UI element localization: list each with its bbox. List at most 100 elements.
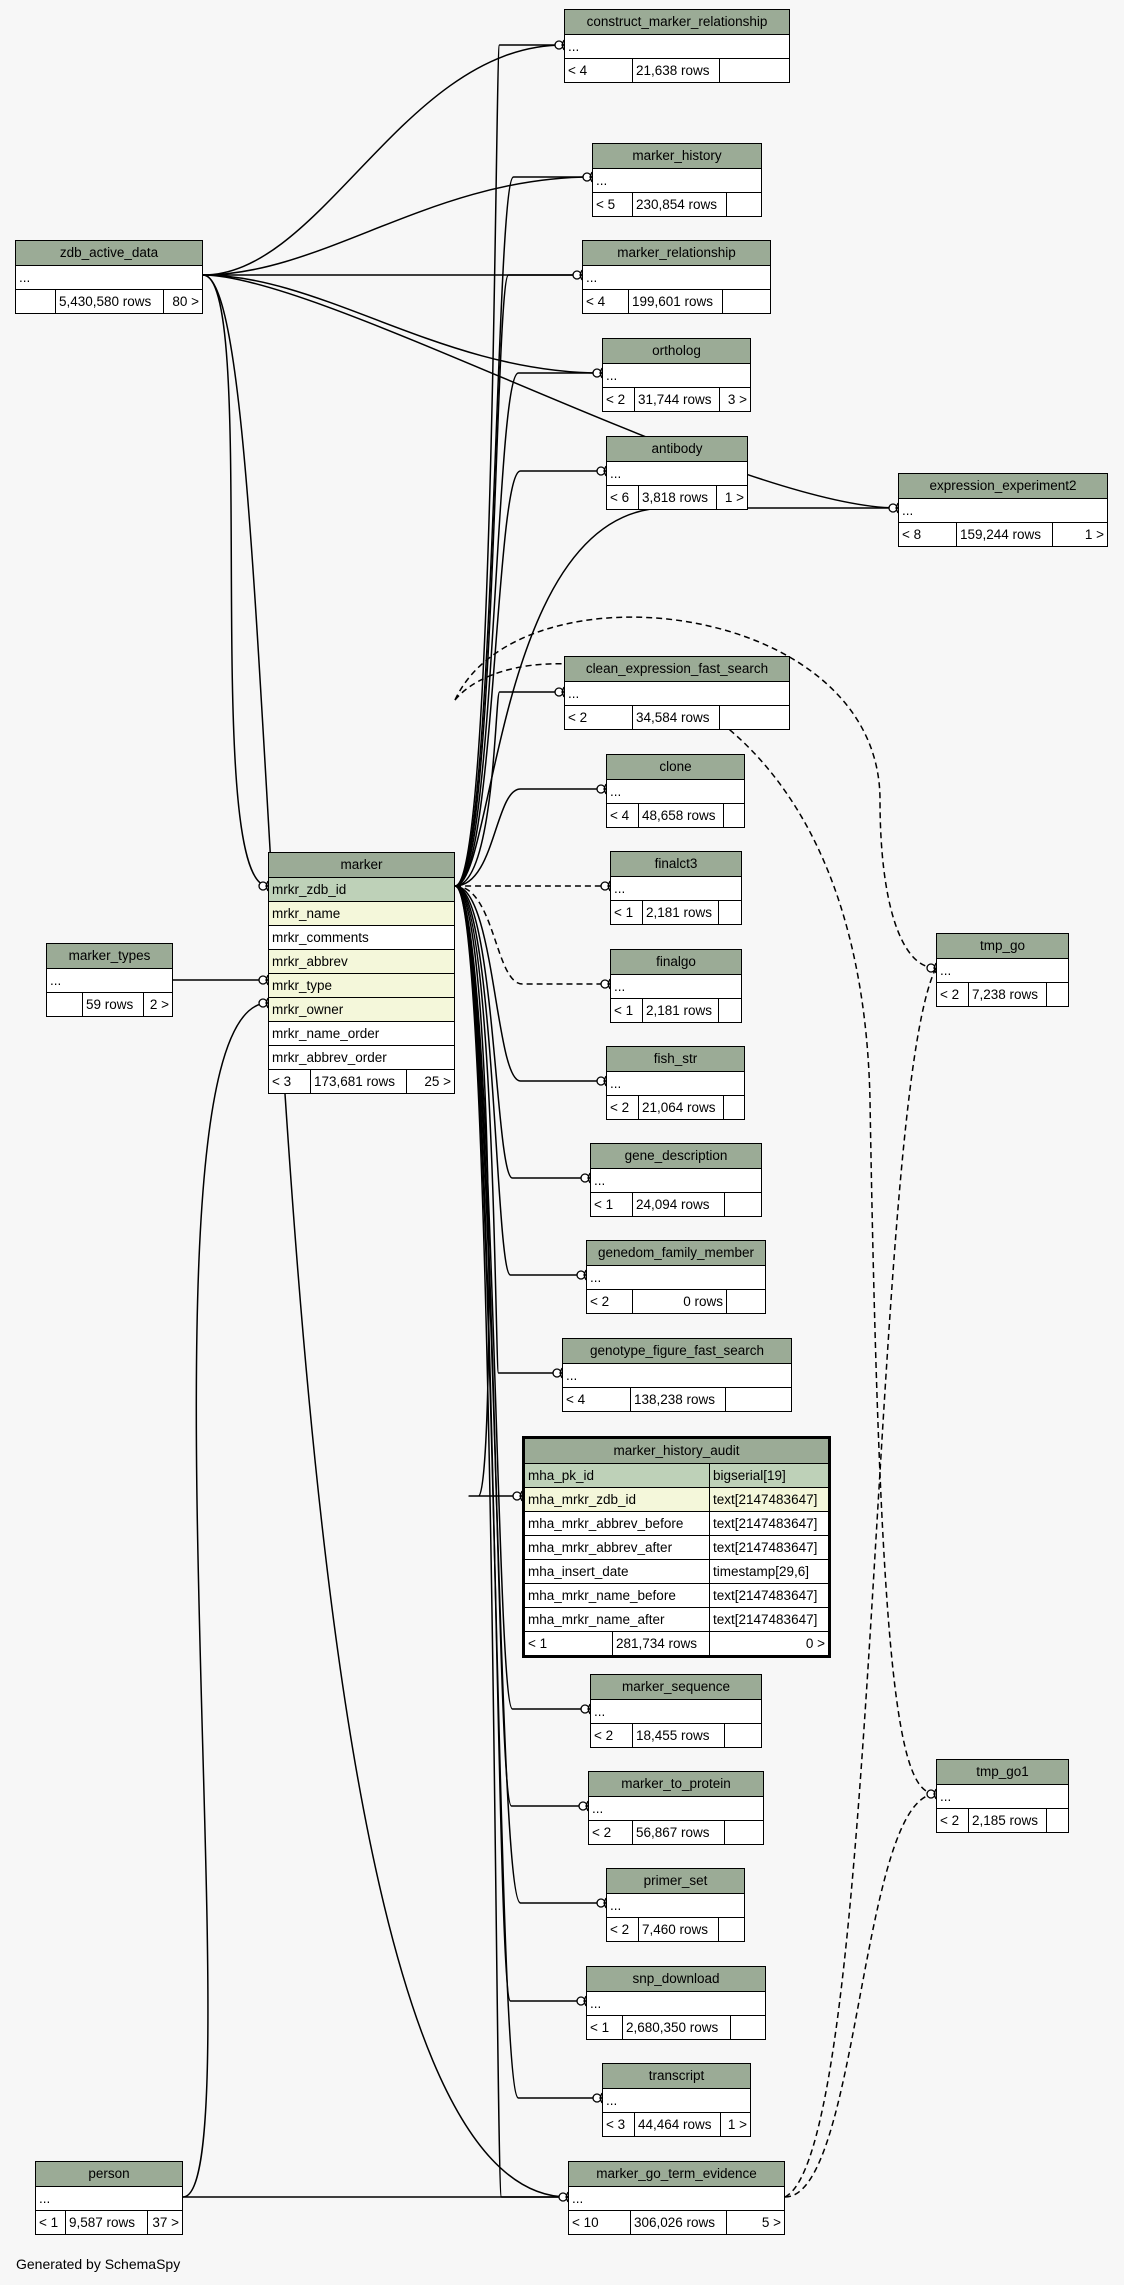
table-title[interactable]: snp_download [587,1967,765,1992]
children-count[interactable]: 37 > [152,2215,179,2230]
children-count[interactable] [719,1918,744,1941]
table-title[interactable]: zdb_active_data [16,241,202,266]
parents-count[interactable]: < 1 [611,901,643,924]
children-count[interactable]: 3 > [727,392,747,407]
column-mrkr_type[interactable]: mrkr_type [269,974,454,998]
children-count[interactable] [1047,1809,1068,1832]
parents-count[interactable]: < 2 [591,1724,633,1747]
column-mrkr_abbrev_order[interactable]: mrkr_abbrev_order [269,1046,454,1070]
table-title[interactable]: ortholog [603,339,750,364]
children-count[interactable] [720,59,789,82]
table-title[interactable]: marker_relationship [583,241,770,266]
children-count[interactable] [723,290,770,313]
children-count[interactable] [725,1193,761,1216]
table-title[interactable]: antibody [607,437,747,462]
table-title[interactable]: gene_description [591,1144,761,1169]
parents-count[interactable]: < 8 [899,523,957,546]
table-title[interactable]: fish_str [607,1047,744,1072]
parents-count[interactable]: < 2 [565,706,633,729]
children-count[interactable] [725,1821,763,1844]
table-title[interactable]: transcript [603,2064,750,2089]
parents-count[interactable]: < 4 [583,290,629,313]
parents-count[interactable]: < 2 [589,1821,633,1844]
parents-count[interactable]: < 2 [607,1918,639,1941]
children-count[interactable] [731,2016,765,2039]
table-title[interactable]: finalct3 [611,852,741,877]
table-title[interactable]: clone [607,755,744,780]
table-title[interactable]: finalgo [611,950,741,975]
parents-count[interactable]: < 1 [36,2211,66,2234]
children-count[interactable] [719,999,741,1022]
table-title[interactable]: marker_history_audit [525,1439,828,1464]
table-title[interactable]: tmp_go1 [937,1760,1068,1785]
parents-count[interactable]: < 10 [569,2211,631,2234]
parents-count[interactable]: < 2 [937,983,969,1006]
children-count[interactable] [724,1096,744,1119]
table-title[interactable]: marker [269,853,454,878]
children-count[interactable] [720,706,789,729]
column-mrkr_owner[interactable]: mrkr_owner [269,998,454,1022]
column-mrkr_abbrev[interactable]: mrkr_abbrev [269,950,454,974]
parents-count[interactable]: < 2 [587,1290,633,1313]
children-count[interactable]: 5 > [761,2215,781,2230]
children-count[interactable]: 1 > [1084,527,1104,542]
column-mrkr_name_order[interactable]: mrkr_name_order [269,1022,454,1046]
parents-count[interactable]: < 1 [591,1193,633,1216]
children-count[interactable]: 2 > [149,997,169,1012]
table-title[interactable]: person [36,2162,182,2187]
parents-count[interactable]: < 3 [269,1070,311,1093]
parents-count[interactable]: < 4 [565,59,633,82]
table-title[interactable]: marker_sequence [591,1675,761,1700]
table-title[interactable]: construct_marker_relationship [565,10,789,35]
table-title[interactable]: marker_history [593,144,761,169]
children-count[interactable] [727,1290,765,1313]
parents-count[interactable]: < 1 [587,2016,623,2039]
children-count[interactable]: 25 > [424,1074,451,1089]
parents-count[interactable]: < 6 [607,486,639,509]
children-count[interactable] [724,804,744,827]
children-count[interactable]: 1 > [724,490,744,505]
parents-count[interactable]: < 4 [563,1388,631,1411]
table-title[interactable]: marker_types [47,944,172,969]
table-title[interactable]: tmp_go [937,934,1068,959]
table-title[interactable]: marker_to_protein [589,1772,763,1797]
children-count[interactable] [1047,983,1068,1006]
parents-count[interactable]: < 2 [937,1809,969,1832]
parents-count[interactable]: < 4 [607,804,639,827]
children-count[interactable] [727,193,761,216]
table-title[interactable]: marker_go_term_evidence [569,2162,784,2187]
parents-count[interactable]: < 3 [603,2113,635,2136]
table-title[interactable]: clean_expression_fast_search [565,657,789,682]
children-count[interactable]: 0 > [805,1636,825,1651]
